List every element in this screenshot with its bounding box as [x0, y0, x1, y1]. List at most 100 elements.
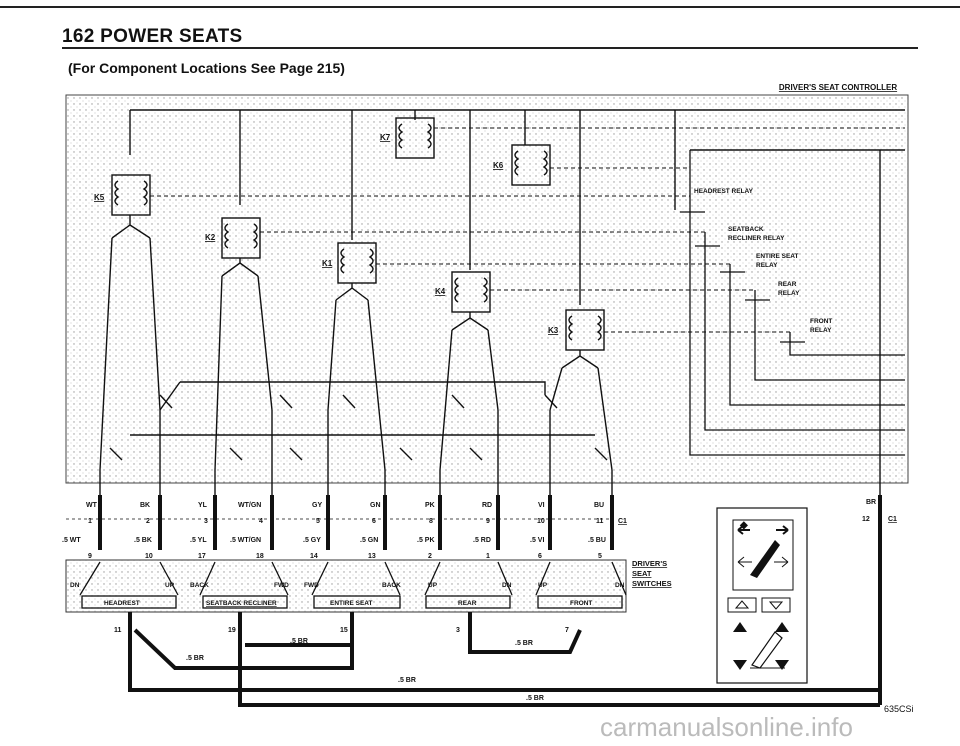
wire-wtgn: WT/GN	[238, 502, 261, 509]
switch-front-up: UP	[538, 582, 548, 589]
figure-code: 635CSi	[884, 704, 914, 714]
watermark: carmanualsonline.info	[600, 712, 853, 742]
ground-gauge-5: .5 BR	[526, 695, 544, 702]
mid-pin-1: 1	[486, 553, 490, 560]
page-subtitle: (For Component Locations See Page 215)	[68, 60, 345, 76]
headrest-relay-label: HEADREST RELAY	[694, 188, 754, 195]
wire-gn: GN	[370, 502, 381, 509]
gauge-bu: .5 BU	[588, 537, 606, 544]
relay-k5-label: K5	[94, 193, 105, 202]
entire-relay-label-1: ENTIRE SEAT	[756, 253, 799, 260]
relay-k6-box	[511, 144, 551, 186]
gauge-pk: .5 PK	[417, 537, 435, 544]
wire-wt: WT	[86, 502, 98, 509]
ground-gauge-4: .5 BR	[398, 677, 416, 684]
wire-bk: BK	[140, 502, 150, 509]
switch-module-box	[65, 559, 627, 613]
arrow-left-icon: ◆	[739, 520, 748, 531]
pin-6: 6	[372, 518, 376, 525]
mid-pin-2: 2	[428, 553, 432, 560]
switch-seatback-label: SEATBACK RECLINER	[206, 600, 277, 607]
rear-relay-label-1: REAR	[778, 281, 797, 288]
mid-pin-10: 10	[145, 553, 153, 560]
pin-3: 3	[204, 518, 208, 525]
gauge-gy: .5 GY	[303, 537, 321, 544]
switch-entire-fwd: FWD	[304, 582, 319, 589]
pin-1: 1	[88, 518, 92, 525]
switch-headrest-dn: DN	[70, 582, 80, 589]
ground-gauge-1: .5 BR	[290, 638, 308, 645]
connector-c1-label: C1	[618, 518, 627, 525]
wire-gy: GY	[312, 502, 322, 509]
mid-pin-6: 6	[538, 553, 542, 560]
ground-gauge-3: .5 BR	[515, 640, 533, 647]
rear-relay-label-2: RELAY	[778, 290, 800, 297]
title-rule	[62, 47, 918, 49]
seatback-relay-label-1: SEATBACK	[728, 226, 764, 233]
bottom-pin-11: 11	[114, 627, 122, 634]
mid-pin-13: 13	[368, 553, 376, 560]
wire-pk: PK	[425, 502, 435, 509]
pin-11: 11	[596, 518, 604, 525]
mid-pin-17: 17	[198, 553, 206, 560]
wire-vi: VI	[538, 502, 545, 509]
switch-entire-label: ENTIRE SEAT	[330, 600, 373, 607]
gauge-yl: .5 YL	[190, 537, 207, 544]
seatback-relay-label-2: RECLINER RELAY	[728, 235, 785, 242]
relay-k2-label: K2	[205, 233, 216, 242]
controller-label: DRIVER'S SEAT CONTROLLER	[779, 83, 897, 92]
pin-8: 8	[429, 518, 433, 525]
gauge-wt: .5 WT	[62, 537, 81, 544]
pin-4: 4	[259, 518, 263, 525]
mid-pin-5: 5	[598, 553, 602, 560]
relay-k1-label: K1	[322, 259, 333, 268]
switch-front-dn: DN	[615, 582, 625, 589]
seat-switch-illustration: ◆	[716, 507, 808, 684]
wire-br: BR	[866, 499, 876, 506]
switch-seatback-fwd: FWD	[274, 582, 289, 589]
wire-yl: YL	[198, 502, 208, 509]
switch-front-label: FRONT	[570, 600, 592, 607]
wire-bu: BU	[594, 502, 604, 509]
switch-group-label-2: SEAT	[632, 569, 652, 578]
pin-5: 5	[316, 518, 320, 525]
bottom-pin-3: 3	[456, 627, 460, 634]
switch-rear-dn: DN	[502, 582, 512, 589]
gauge-bk: .5 BK	[134, 537, 152, 544]
pin-9: 9	[486, 518, 490, 525]
page-title: 162 POWER SEATS	[62, 26, 243, 47]
mid-pin-14: 14	[310, 553, 318, 560]
switch-rear-up: UP	[428, 582, 438, 589]
switch-group-label-1: DRIVER'S	[632, 559, 667, 568]
bottom-pin-19: 19	[228, 627, 236, 634]
relay-k6-label: K6	[493, 161, 504, 170]
relay-k3-label: K3	[548, 326, 559, 335]
relay-k1-box	[337, 242, 377, 284]
pin-12: 12	[862, 516, 870, 523]
mid-pin-9: 9	[88, 553, 92, 560]
switch-headrest-up: UP	[165, 582, 175, 589]
mid-pin-18: 18	[256, 553, 264, 560]
gauge-rd: .5 RD	[473, 537, 491, 544]
switch-seatback-back: BACK	[190, 582, 209, 589]
wire-rd: RD	[482, 502, 492, 509]
gauge-vi: .5 VI	[530, 537, 544, 544]
relay-k5-box	[111, 174, 151, 216]
relay-k4-label: K4	[435, 287, 446, 296]
gauge-wtgn: .5 WT/GN	[230, 537, 261, 544]
relay-k7-label: K7	[380, 133, 391, 142]
bottom-pin-7: 7	[565, 627, 569, 634]
top-border	[0, 6, 960, 8]
pin-10: 10	[537, 518, 545, 525]
relay-k7-box	[395, 117, 435, 159]
relay-k3-box	[565, 309, 605, 351]
connector-c1-label-br: C1	[888, 516, 897, 523]
switch-headrest-label: HEADREST	[104, 600, 140, 607]
entire-relay-label-2: RELAY	[756, 262, 778, 269]
relay-k4-box	[451, 271, 491, 313]
pin-2: 2	[146, 518, 150, 525]
front-relay-label-2: RELAY	[810, 327, 832, 334]
switch-rear-label: REAR	[458, 600, 477, 607]
front-relay-label-1: FRONT	[810, 318, 832, 325]
